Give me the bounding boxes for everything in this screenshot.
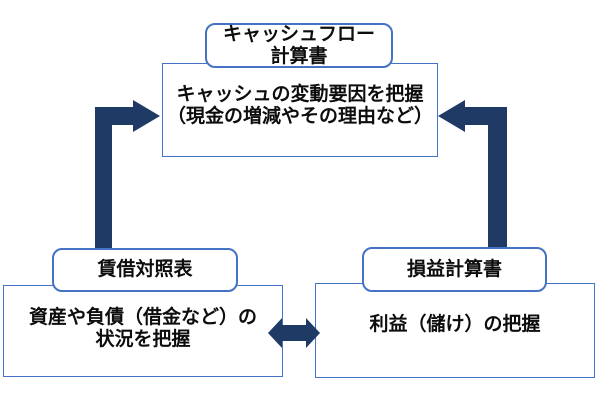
elbow-arrow-income-to-cashflow-icon — [438, 100, 507, 247]
cashflow-body-line2: （現金の増減やその理由など） — [166, 106, 433, 127]
balance-sheet-label: 賃借対照表 — [97, 259, 193, 280]
cashflow-label-line1: キャッシュフロー — [222, 23, 375, 45]
income-statement-body: 利益（儲け）の把握 — [369, 313, 541, 335]
cashflow-body-line1: キャッシュの変動要因を把握 — [176, 84, 424, 105]
cashflow-statement-label-box: キャッシュフロー 計算書 — [205, 23, 393, 68]
elbow-arrow-balance-to-cashflow-icon — [95, 100, 160, 248]
income-statement-label: 損益計算書 — [406, 258, 502, 280]
balance-sheet-body-box: 資産や負債（借金など）の 状況を把握 — [3, 285, 283, 377]
balance-sheet-label-box: 賃借対照表 — [52, 248, 238, 292]
cashflow-statement-body-box: キャッシュの変動要因を把握 （現金の増減やその理由など） — [162, 63, 438, 157]
income-statement-body-box: 利益（儲け）の把握 — [315, 283, 595, 378]
income-statement-label-box: 損益計算書 — [362, 247, 547, 292]
balance-sheet-body-line1: 資産や負債（借金など）の — [28, 307, 257, 328]
cashflow-label-line2: 計算書 — [270, 45, 328, 67]
balance-sheet-body-line2: 状況を把握 — [95, 329, 191, 350]
